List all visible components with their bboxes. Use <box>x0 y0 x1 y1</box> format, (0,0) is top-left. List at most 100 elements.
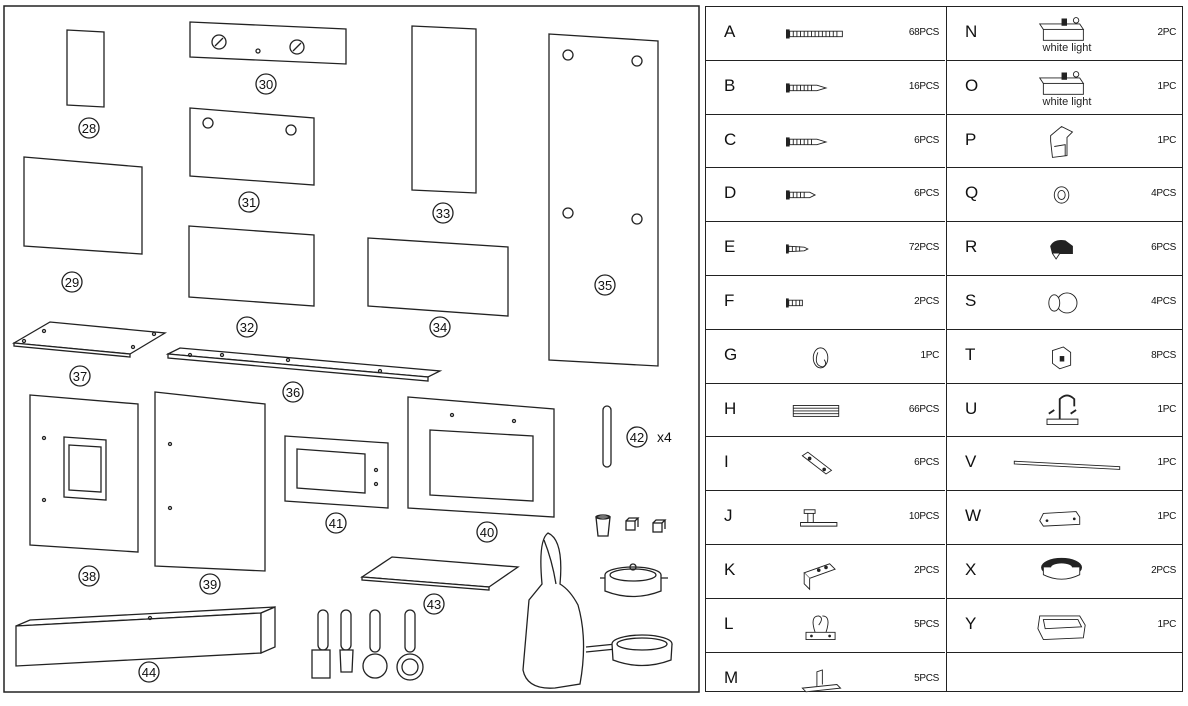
panel-30 <box>189 21 347 65</box>
apron-icon <box>522 532 585 689</box>
handle-icon <box>1050 240 1073 260</box>
hardware-row-empty <box>947 653 1182 706</box>
hardware-letter: A <box>724 22 736 41</box>
panel-44 <box>15 606 276 667</box>
hardware-letter: H <box>724 398 737 418</box>
panel-label: 44 <box>142 665 156 680</box>
hardware-letter: D <box>724 183 737 203</box>
column-divider <box>946 7 947 691</box>
hook-icon <box>812 347 829 369</box>
hardware-qty: 6PCS <box>914 134 939 146</box>
cube-connector-icon <box>1052 346 1072 370</box>
panel-29 <box>23 156 143 255</box>
dowel-icon <box>792 404 840 417</box>
hardware-row-c: C 6PCS <box>706 115 945 169</box>
sink-tray-icon <box>1037 615 1086 640</box>
panel-diagram: 28 29 30 31 32 33 34 35 36 37 38 39 40 4… <box>3 5 700 693</box>
hardware-qty: 2PCS <box>914 296 939 307</box>
hardware-qty: 5PCS <box>914 618 939 630</box>
round-knob-icon <box>1048 292 1078 314</box>
hardware-letter: Y <box>965 613 977 633</box>
hardware-qty: 2PC <box>1157 27 1176 38</box>
hardware-qty: 6PCS <box>914 188 939 200</box>
short-screw-icon <box>786 190 817 200</box>
parts-frame <box>3 5 700 693</box>
angle-bracket-icon <box>803 563 836 591</box>
hardware-qty: 5PCS <box>914 672 939 684</box>
hardware-letter: T <box>965 344 976 364</box>
screw-icon <box>786 137 828 147</box>
hardware-letter: K <box>724 560 736 579</box>
hardware-letter: V <box>965 452 977 472</box>
hardware-letter: J <box>724 506 733 526</box>
utensil-icon <box>362 609 388 679</box>
small-screw-icon <box>786 244 809 254</box>
hardware-qty: 16PCS <box>908 80 939 92</box>
clip-icon <box>801 668 842 692</box>
panel-36 <box>165 347 443 382</box>
panel-label: 39 <box>203 577 217 592</box>
panel-43 <box>360 556 520 591</box>
screw-icon <box>786 83 828 93</box>
hardware-qty: 8PCS <box>1151 349 1176 361</box>
panel-label: 37 <box>73 369 87 384</box>
panel-42 <box>602 405 612 468</box>
hardware-row-f: F 2PCS <box>706 276 945 330</box>
hardware-letter: O <box>965 75 979 95</box>
hardware-letter: G <box>724 344 738 364</box>
cube-icon <box>652 519 667 533</box>
hardware-qty: 6PCS <box>914 457 939 469</box>
panel-label: 34 <box>433 320 447 335</box>
hardware-letter: F <box>724 291 735 310</box>
panel-41 <box>284 435 389 509</box>
panel-label: 33 <box>436 206 450 221</box>
long-screw-icon <box>786 29 843 39</box>
hardware-letter: Q <box>965 183 979 203</box>
hardware-qty: 72PCS <box>908 242 939 254</box>
pot-icon <box>600 563 668 598</box>
double-hook-icon <box>805 615 836 640</box>
hardware-row-d: D 6PCS <box>706 168 945 223</box>
hardware-qty: 66PCS <box>908 403 939 415</box>
hardware-letter: W <box>965 506 982 526</box>
hardware-letter: E <box>724 237 736 257</box>
panel-42-qty: x4 <box>657 429 672 445</box>
rail-icon <box>1013 461 1121 471</box>
hardware-letter: C <box>724 129 737 149</box>
dispenser-icon <box>1050 125 1074 158</box>
panel-32 <box>188 225 315 307</box>
handle-bar-icon <box>1039 511 1081 527</box>
hardware-row-a: A 68PCS <box>706 7 945 61</box>
panel-35 <box>548 33 659 367</box>
panel-label: 41 <box>329 516 343 531</box>
hardware-qty: 1PC <box>1157 511 1176 523</box>
hardware-note: white light <box>1042 95 1092 108</box>
hardware-letter: N <box>965 22 978 41</box>
hardware-row-l: L 5PCS <box>706 599 945 653</box>
panel-38 <box>29 394 139 553</box>
hardware-row-h: H 66PCS <box>706 384 945 438</box>
hardware-row-p: P 1PC <box>947 115 1182 169</box>
hardware-letter: M <box>724 667 739 687</box>
hardware-qty: 1PC <box>1157 134 1176 146</box>
knob-ring-icon <box>1053 186 1070 204</box>
panel-40 <box>407 396 555 518</box>
hardware-qty: 1PC <box>1157 80 1176 92</box>
hardware-letter: L <box>724 613 734 633</box>
hardware-letter: S <box>965 291 977 310</box>
hardware-qty: 2PCS <box>1151 565 1176 576</box>
hardware-letter: P <box>965 129 977 149</box>
hardware-letter: X <box>965 560 977 579</box>
hardware-qty: 68PCS <box>908 27 939 38</box>
panel-31 <box>189 107 315 186</box>
